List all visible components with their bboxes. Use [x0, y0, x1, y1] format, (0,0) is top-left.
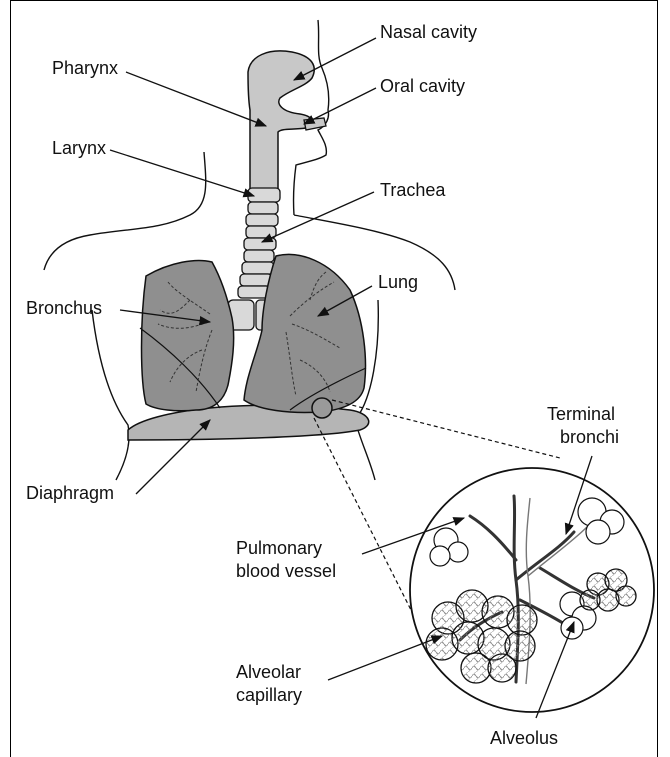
arrow-oral-cavity: [304, 88, 376, 124]
label-nasal-cavity: Nasal cavity: [380, 22, 477, 43]
label-oral-cavity: Oral cavity: [380, 76, 465, 97]
left-lung: [142, 261, 234, 411]
label-terminal-line1: Terminal: [547, 404, 615, 425]
upper-airway: [248, 51, 326, 190]
label-larynx: Larynx: [52, 138, 106, 159]
label-pulmonary-line2: blood vessel: [236, 561, 336, 582]
label-pulmonary-line1: Pulmonary: [236, 538, 322, 559]
label-alveolar-line2: capillary: [236, 685, 302, 706]
label-alveolus: Alveolus: [490, 728, 558, 749]
label-lung: Lung: [378, 272, 418, 293]
mouth-shape: [304, 118, 326, 130]
label-terminal-line2: bronchi: [560, 427, 619, 448]
label-bronchus: Bronchus: [26, 298, 102, 319]
arrow-pharynx: [126, 72, 266, 126]
label-diaphragm: Diaphragm: [26, 483, 114, 504]
zoom-source-circle: [312, 398, 332, 418]
arrow-larynx: [110, 150, 254, 196]
arrow-alveolar-capillary: [328, 636, 442, 680]
label-pharynx: Pharynx: [52, 58, 118, 79]
label-alveolar-line1: Alveolar: [236, 662, 301, 683]
label-trachea: Trachea: [380, 180, 445, 201]
